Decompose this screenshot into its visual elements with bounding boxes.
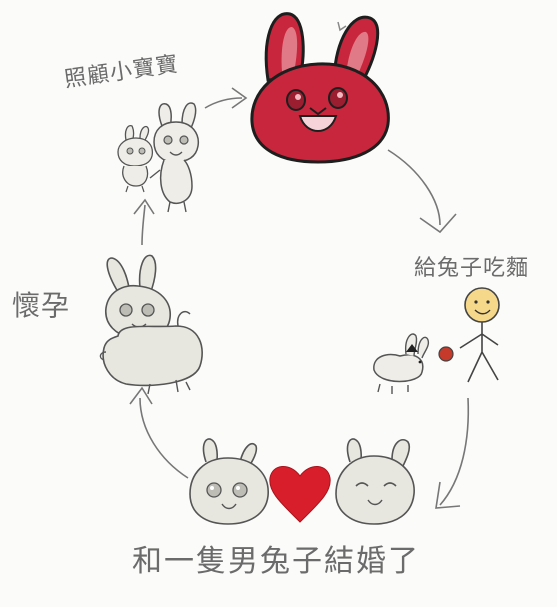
- arrow-left-to-top: [141, 204, 146, 246]
- arrowhead-top-to-right: [419, 213, 457, 234]
- person-feeding-rabbit: [373, 287, 500, 394]
- arrowhead-bottom-to-left: [129, 386, 153, 405]
- arrowhead-left-to-top: [133, 198, 155, 215]
- arrow-bottom-to-left: [139, 397, 189, 479]
- label-married: 和一隻男兔子結婚了: [132, 544, 420, 579]
- arrowhead-topleft-to-top: [231, 87, 248, 109]
- arrow-topleft-to-top: [204, 97, 243, 109]
- arrow-top-to-right: [387, 149, 441, 226]
- arrowhead-right-to-bottom: [435, 481, 461, 509]
- label-pregnant: 懷孕: [12, 289, 71, 322]
- married-couple: [189, 438, 415, 525]
- rabbit-with-baby: [117, 102, 200, 213]
- heart-icon: [269, 466, 331, 523]
- label-feeding: 給兔子吃麵: [414, 256, 530, 281]
- arrow-right-to-bottom: [439, 397, 470, 506]
- pregnant-rabbit: [99, 254, 203, 395]
- red-rabbit-head: [250, 12, 390, 164]
